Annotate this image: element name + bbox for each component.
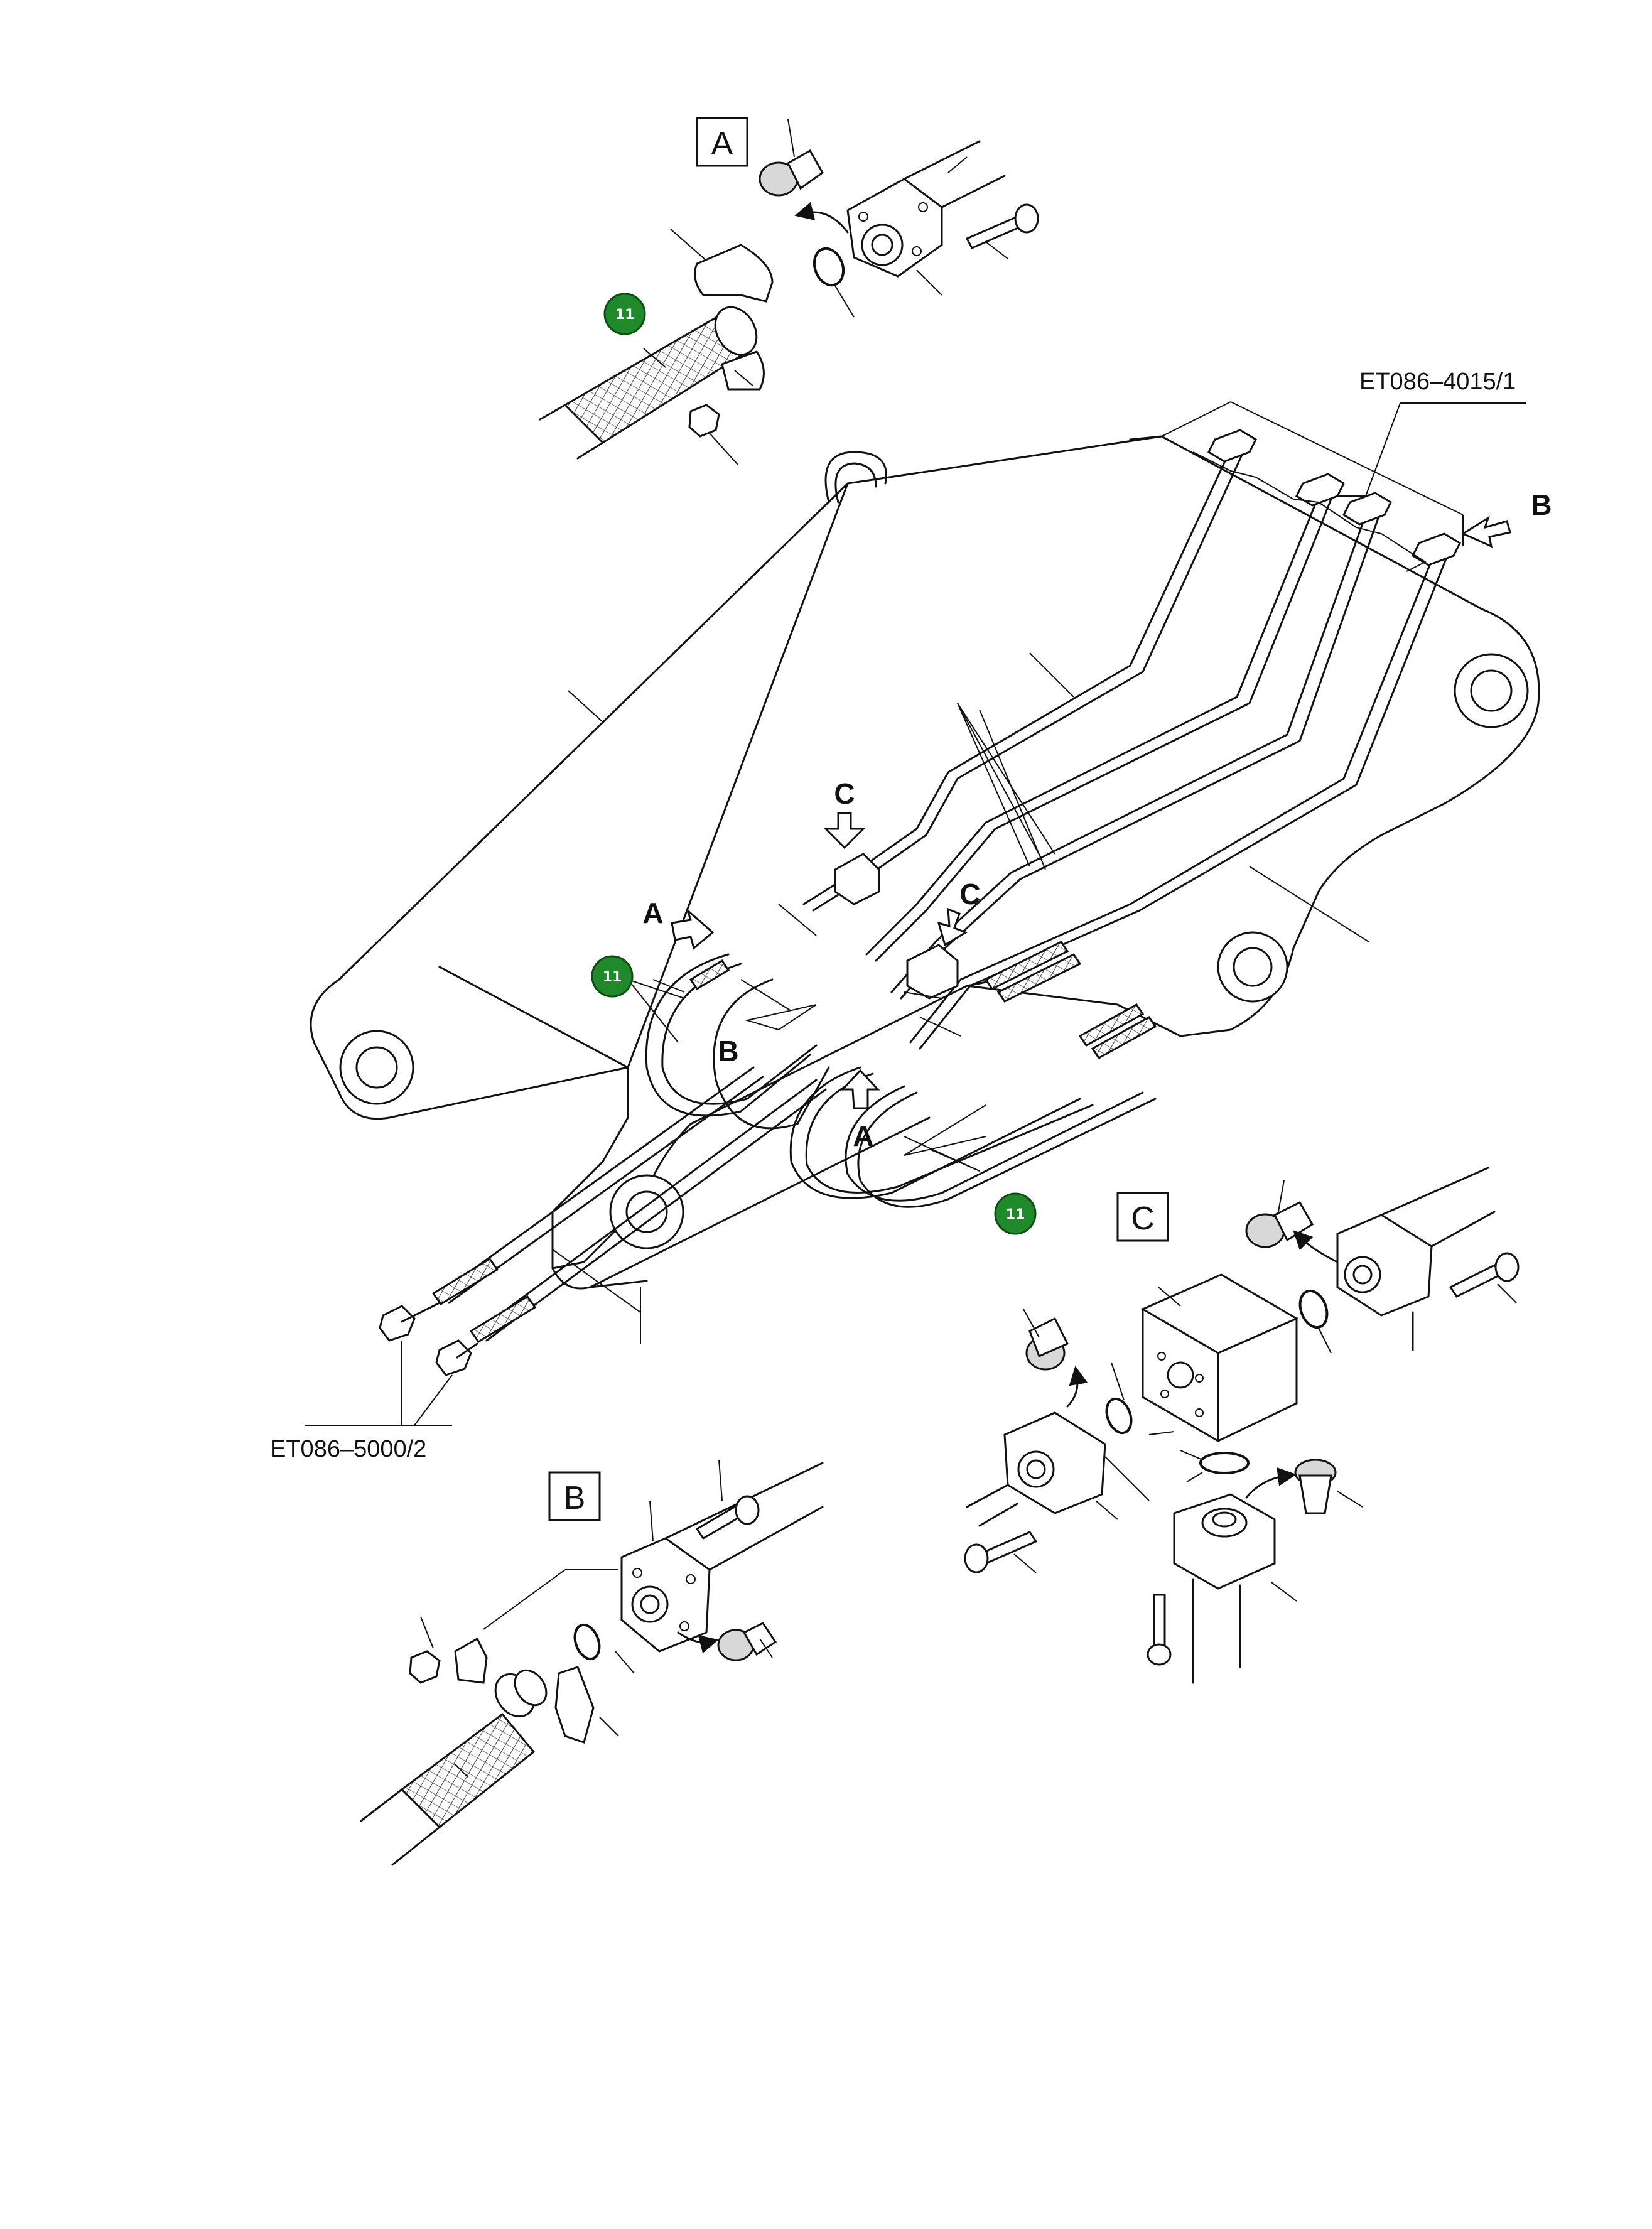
view-arrow-c-mid: C bbox=[937, 878, 981, 947]
view-arrow-c-top: C bbox=[823, 777, 866, 850]
hose-end-fitting-2 bbox=[435, 1339, 472, 1376]
boom-body bbox=[310, 435, 1540, 1270]
part-number-badge: 11 bbox=[994, 1192, 1037, 1235]
svg-text:C: C bbox=[834, 777, 855, 810]
hydraulic-pipes bbox=[802, 429, 1461, 1050]
detail-a-hose-fitting bbox=[714, 306, 758, 356]
pipe-end-fittings bbox=[1207, 429, 1461, 566]
detail-a-bolt bbox=[965, 215, 1024, 249]
detail-c-o-ring-right bbox=[1298, 1289, 1329, 1329]
detail-c-flange-bottom bbox=[1173, 1493, 1276, 1590]
svg-text:B: B bbox=[718, 1035, 738, 1067]
valve-block-c-upper bbox=[834, 853, 880, 905]
view-arrow-a-left: A bbox=[642, 897, 715, 950]
detail-c-o-ring-bottom bbox=[1199, 1452, 1250, 1474]
detail-b-hose bbox=[400, 1712, 536, 1829]
reference-top: ET086–4015/1 bbox=[1359, 369, 1516, 395]
hose-end-fitting-1 bbox=[379, 1305, 416, 1342]
reference-bottom: ET086–5000/2 bbox=[270, 1436, 426, 1462]
detail-c-label: C bbox=[1131, 1201, 1155, 1237]
view-arrow-b-mid: B bbox=[718, 1004, 817, 1067]
part-number-badge: 11 bbox=[603, 293, 646, 335]
badge-1-text: 11 bbox=[615, 307, 635, 323]
svg-text:B: B bbox=[1531, 488, 1552, 521]
main-boom-assembly bbox=[305, 401, 1540, 1426]
detail-b-label: B bbox=[564, 1480, 586, 1516]
detail-a-group: A bbox=[539, 117, 1039, 465]
detail-b-box bbox=[548, 1471, 601, 1521]
detail-a-o-ring bbox=[813, 247, 845, 287]
view-arrow-b-top: B bbox=[1460, 488, 1552, 548]
detail-c-box bbox=[1116, 1192, 1169, 1242]
lifting-eye bbox=[824, 451, 887, 504]
detail-b-nut bbox=[409, 1650, 441, 1684]
detail-b-bolt bbox=[695, 1505, 743, 1540]
valve-block-c-lower bbox=[906, 944, 959, 1000]
view-arrow-a-bottom: A bbox=[840, 1069, 880, 1152]
detail-b-clamp-lower bbox=[554, 1666, 595, 1744]
part-number-badge: 11 bbox=[591, 955, 634, 998]
svg-text:C: C bbox=[959, 878, 980, 910]
svg-text:A: A bbox=[853, 1120, 873, 1152]
detail-a-clamp-lower bbox=[721, 350, 765, 391]
hose-loops bbox=[645, 941, 1157, 1208]
detail-a-clamp-upper bbox=[694, 244, 774, 303]
detail-b-group: B bbox=[360, 1459, 824, 1866]
detail-c-valve-block bbox=[1140, 1273, 1299, 1443]
svg-text:A: A bbox=[642, 897, 663, 929]
detail-a-nut bbox=[688, 404, 720, 438]
detail-c-group: C bbox=[964, 1167, 1520, 1684]
detail-a-box bbox=[696, 117, 748, 167]
detail-b-o-ring bbox=[573, 1623, 601, 1661]
badge-3-text: 11 bbox=[1006, 1207, 1025, 1222]
detail-c-bolt-right bbox=[1449, 1264, 1503, 1298]
badge-2-text: 11 bbox=[603, 969, 622, 985]
long-hoses bbox=[379, 1066, 827, 1376]
detail-c-o-ring-left bbox=[1105, 1397, 1133, 1435]
detail-b-clamp-upper bbox=[454, 1637, 488, 1684]
detail-a-label: A bbox=[711, 126, 733, 162]
detail-c-bolt-bottom bbox=[1153, 1594, 1166, 1646]
